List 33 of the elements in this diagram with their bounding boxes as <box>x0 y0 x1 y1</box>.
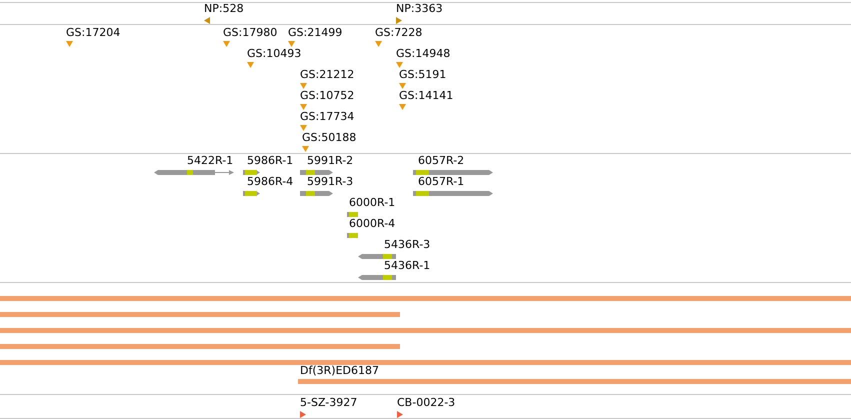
feature-label: 6000R-4 <box>349 218 396 229</box>
feature-label: 5436R-1 <box>384 260 430 271</box>
feature-label: NP:3363 <box>396 3 443 14</box>
feature-bar <box>0 360 851 365</box>
feature-label: GS:21499 <box>288 27 342 38</box>
feature-label: GS:17204 <box>66 27 120 38</box>
feature-label: NP:528 <box>204 3 244 14</box>
feature-label: GS:10493 <box>247 48 302 59</box>
feature-label: GS:7228 <box>375 27 422 38</box>
feature-label: 6057R-2 <box>418 155 464 166</box>
feature-label: 5422R-1 <box>187 155 234 166</box>
feature-label: 5991R-3 <box>307 176 354 187</box>
feature-label: GS:10752 <box>300 90 354 101</box>
feature-bar <box>0 328 851 333</box>
feature-label: GS:5191 <box>399 69 446 80</box>
feature-label: 5991R-2 <box>307 155 354 166</box>
feature-bar <box>0 312 400 317</box>
feature-label: GS:50188 <box>302 132 356 143</box>
feature-label: 5436R-3 <box>384 239 430 250</box>
feature-label: 6057R-1 <box>418 176 464 187</box>
feature-label: 5986R-1 <box>247 155 294 166</box>
feature-bar <box>0 344 400 349</box>
feature-label: 6000R-1 <box>349 197 396 208</box>
feature-label: GS:14141 <box>399 90 454 101</box>
feature-label: Df(3R)ED6187 <box>300 365 379 376</box>
feature-label: GS:21212 <box>300 69 354 80</box>
feature-label: 5986R-4 <box>247 176 294 187</box>
feature-label: GS:17980 <box>223 27 278 38</box>
feature-label: GS:17734 <box>300 111 354 122</box>
feature-bar <box>0 296 851 301</box>
feature-label: CB-0022-3 <box>397 397 456 408</box>
feature-label: GS:14948 <box>396 48 450 59</box>
feature-label: 5-SZ-3927 <box>300 397 358 408</box>
